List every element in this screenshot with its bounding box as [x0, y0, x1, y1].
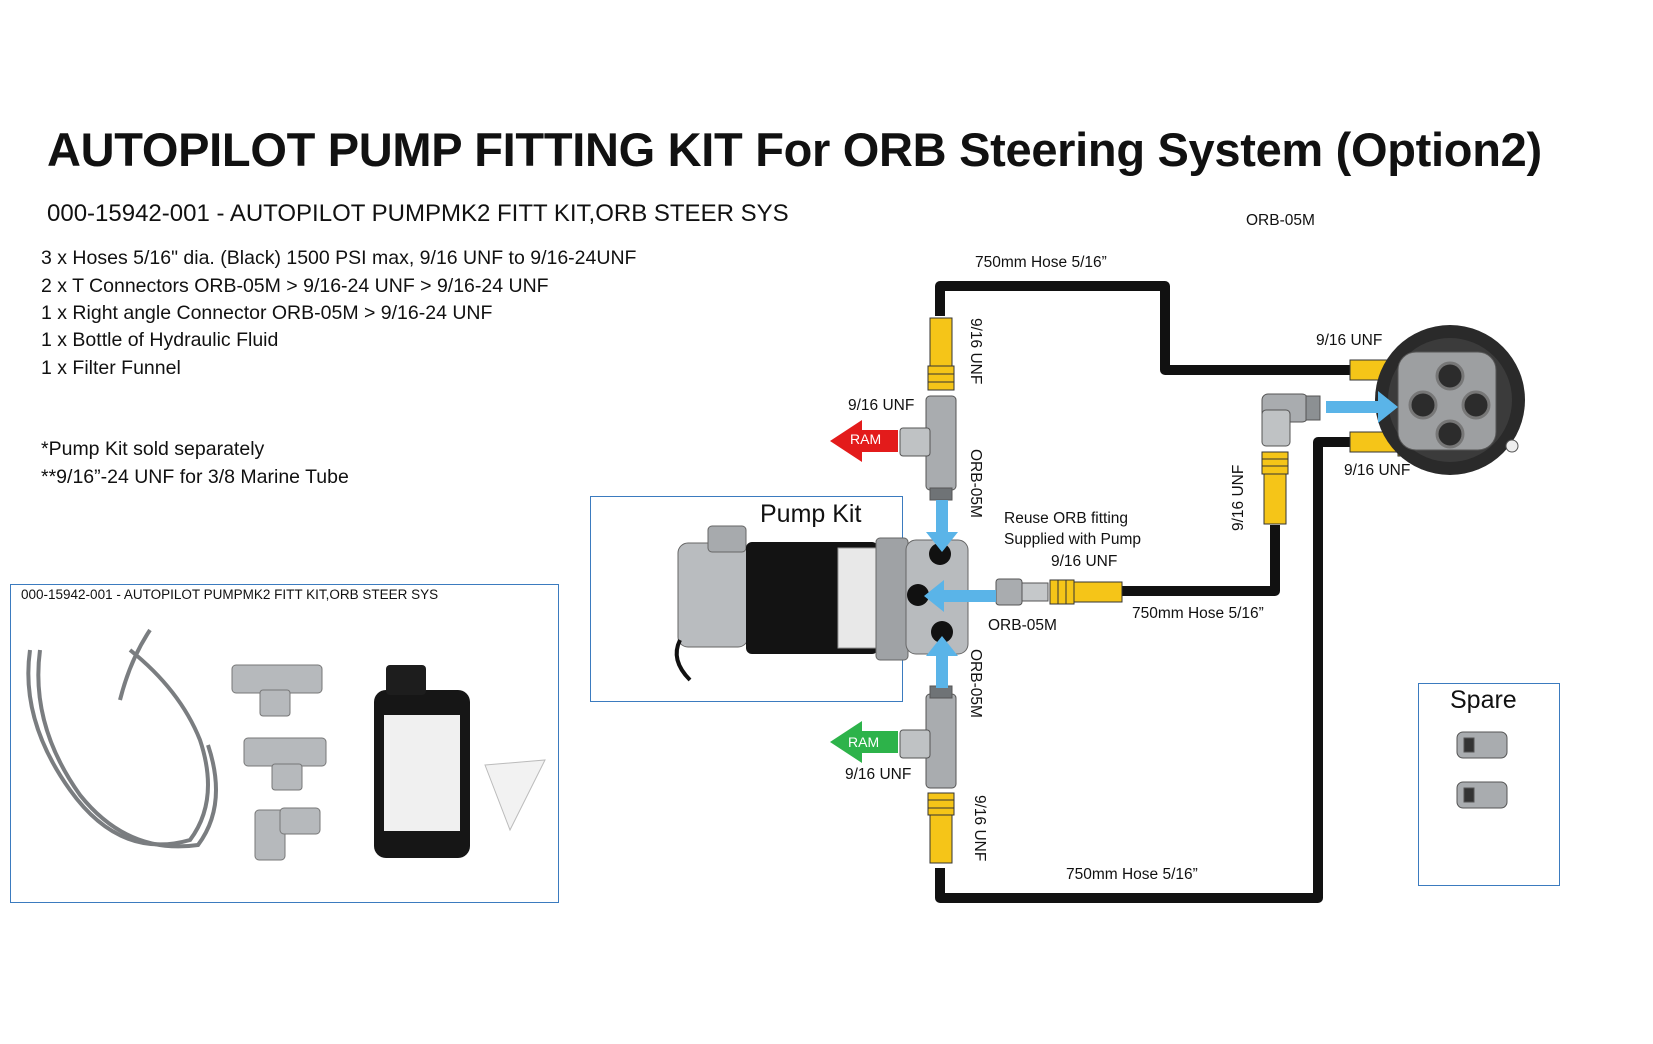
hose-bottom [935, 437, 1352, 903]
orb-adapter [995, 578, 1049, 606]
label-unf-top-tee: 9/16 UNF [848, 397, 915, 414]
label-orb-top-right: ORB-05M [1246, 212, 1315, 229]
hose-middle [1108, 525, 1280, 596]
tee-fitting-bottom [899, 685, 957, 789]
ram-arrow-top [830, 420, 898, 462]
helm-unit [1375, 325, 1525, 475]
page-title: AUTOPILOT PUMP FITTING KIT For ORB Steer… [47, 123, 1542, 176]
spare-fittings [1456, 731, 1508, 809]
label-hose-top: 750mm Hose 5/16” [975, 254, 1107, 271]
label-reuse-line2: Supplied with Pump [1004, 531, 1141, 548]
label-unf-bottom-vertical: 9/16 UNF [971, 795, 988, 862]
page-subtitle: 000-15942-001 - AUTOPILOT PUMPMK2 FITT K… [47, 200, 789, 227]
ram-arrow-bottom [830, 721, 898, 763]
label-unf-top-vertical: 9/16 UNF [967, 318, 984, 385]
elbow-fitting [1261, 393, 1321, 447]
fitting-pump-outlet [1049, 579, 1123, 605]
note-pump-sold-separately: *Pump Kit sold separately [41, 438, 265, 460]
label-ram-top: RAM [850, 431, 882, 447]
tee-fitting-top [899, 395, 957, 501]
kit-photo-caption: 000-15942-001 - AUTOPILOT PUMPMK2 FITT K… [21, 587, 439, 602]
kit-item-funnel: 1 x Filter Funnel [41, 357, 181, 379]
hose-top [935, 281, 1352, 375]
fitting-right-vertical [1261, 451, 1289, 525]
pump-motor [674, 525, 969, 682]
label-hose-bottom: 750mm Hose 5/16” [1066, 866, 1198, 883]
label-unf-bottom-tee: 9/16 UNF [845, 766, 912, 783]
kit-item-right-angle: 1 x Right angle Connector ORB-05M > 9/16… [41, 302, 493, 324]
kit-item-hoses: 3 x Hoses 5/16" dia. (Black) 1500 PSI ma… [41, 247, 637, 269]
label-orb-upper-vertical: ORB-05M [967, 449, 984, 518]
flow-arrows [924, 391, 1398, 688]
label-unf-helm-top: 9/16 UNF [1316, 332, 1383, 349]
kit-item-t-connectors: 2 x T Connectors ORB-05M > 9/16-24 UNF >… [41, 275, 549, 297]
label-hose-middle: 750mm Hose 5/16” [1132, 605, 1264, 622]
kit-photo-fittings [231, 664, 327, 861]
kit-photo-funnel [484, 759, 546, 832]
kit-photo-hoses [26, 628, 218, 849]
label-reuse-line1: Reuse ORB fitting [1004, 510, 1129, 527]
spare-label: Spare [1450, 686, 1517, 714]
fitting-top-vertical [927, 317, 955, 391]
label-ram-bottom: RAM [848, 734, 880, 750]
kit-photo-fluid-bottle [374, 665, 470, 858]
label-orb-pump: ORB-05M [988, 617, 1057, 634]
kit-item-fluid: 1 x Bottle of Hydraulic Fluid [41, 329, 279, 351]
note-marine-tube: **9/16”-24 UNF for 3/8 Marine Tube [41, 466, 349, 488]
fitting-bottom-vertical [927, 792, 955, 864]
label-unf-right-vertical: 9/16 UNF [1230, 464, 1247, 531]
label-orb-lower-vertical: ORB-05M [967, 649, 984, 718]
kit-photo-frame [10, 584, 559, 903]
label-unf-pump-outlet: 9/16 UNF [1051, 553, 1118, 570]
spare-frame [1418, 683, 1560, 886]
label-unf-helm-bottom: 9/16 UNF [1344, 462, 1411, 479]
pump-kit-label: Pump Kit [760, 500, 862, 528]
